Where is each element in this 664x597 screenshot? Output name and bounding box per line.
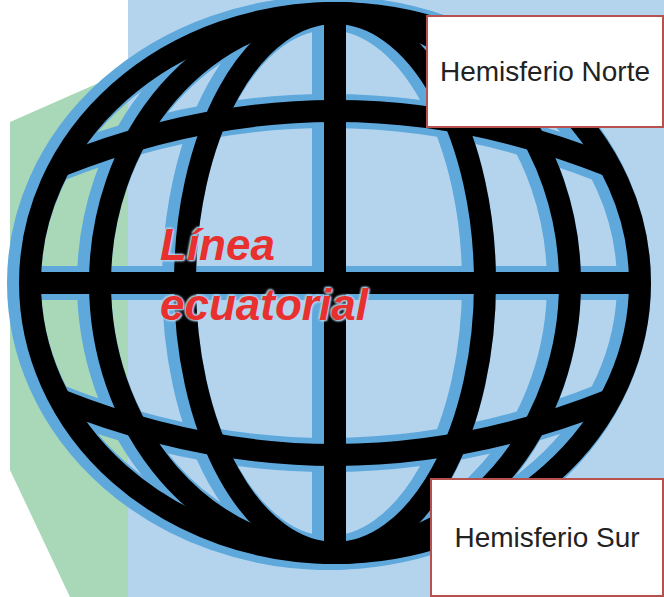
hemisphere-name: Hemisferio Norte [440,53,650,91]
hemisphere-name: Hemisferio Sur [454,519,639,557]
equator-label: Línea ecuatorial [160,215,422,335]
hemisphere-box: Hemisferio Norte [426,15,664,128]
hemisphere-box: Hemisferio Sur [430,478,664,597]
